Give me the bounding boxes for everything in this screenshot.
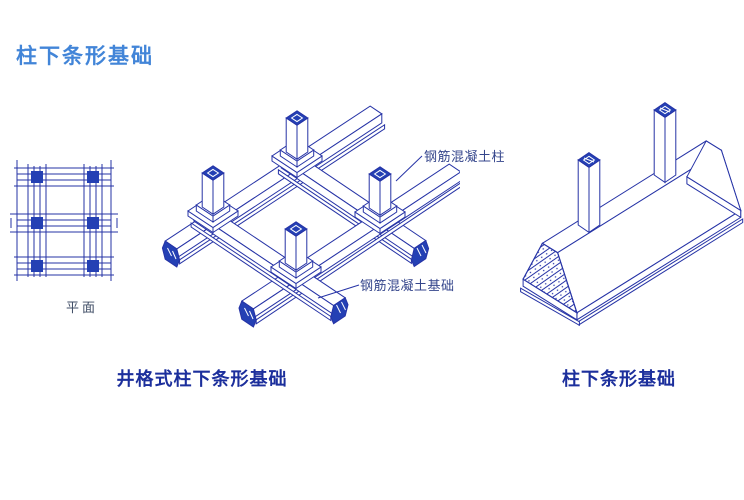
strip-beam xyxy=(520,140,744,327)
leader-footing xyxy=(317,284,360,299)
annotation-rc-column: 钢筋混凝土柱 xyxy=(424,149,506,164)
strip-foundation-drawing xyxy=(520,101,744,327)
grid-foundation-caption: 井格式柱下条形基础 xyxy=(116,369,288,389)
annotation-rc-footing: 钢筋混凝土基础 xyxy=(360,278,455,293)
plan-column-markers xyxy=(31,171,99,272)
column-e xyxy=(368,166,392,217)
page-title: 柱下条形基础 xyxy=(16,45,154,68)
leader-column xyxy=(395,155,423,182)
strip-column-near xyxy=(577,151,601,234)
column-s xyxy=(284,221,308,272)
plan-view-label: 平面 xyxy=(65,300,98,315)
column-n xyxy=(285,110,309,161)
plan-view-drawing xyxy=(10,160,118,281)
strip-column-far xyxy=(653,101,677,184)
strip-foundation-caption: 柱下条形基础 xyxy=(562,369,676,389)
grid-foundation-drawing xyxy=(161,105,460,328)
column-w xyxy=(201,165,225,216)
